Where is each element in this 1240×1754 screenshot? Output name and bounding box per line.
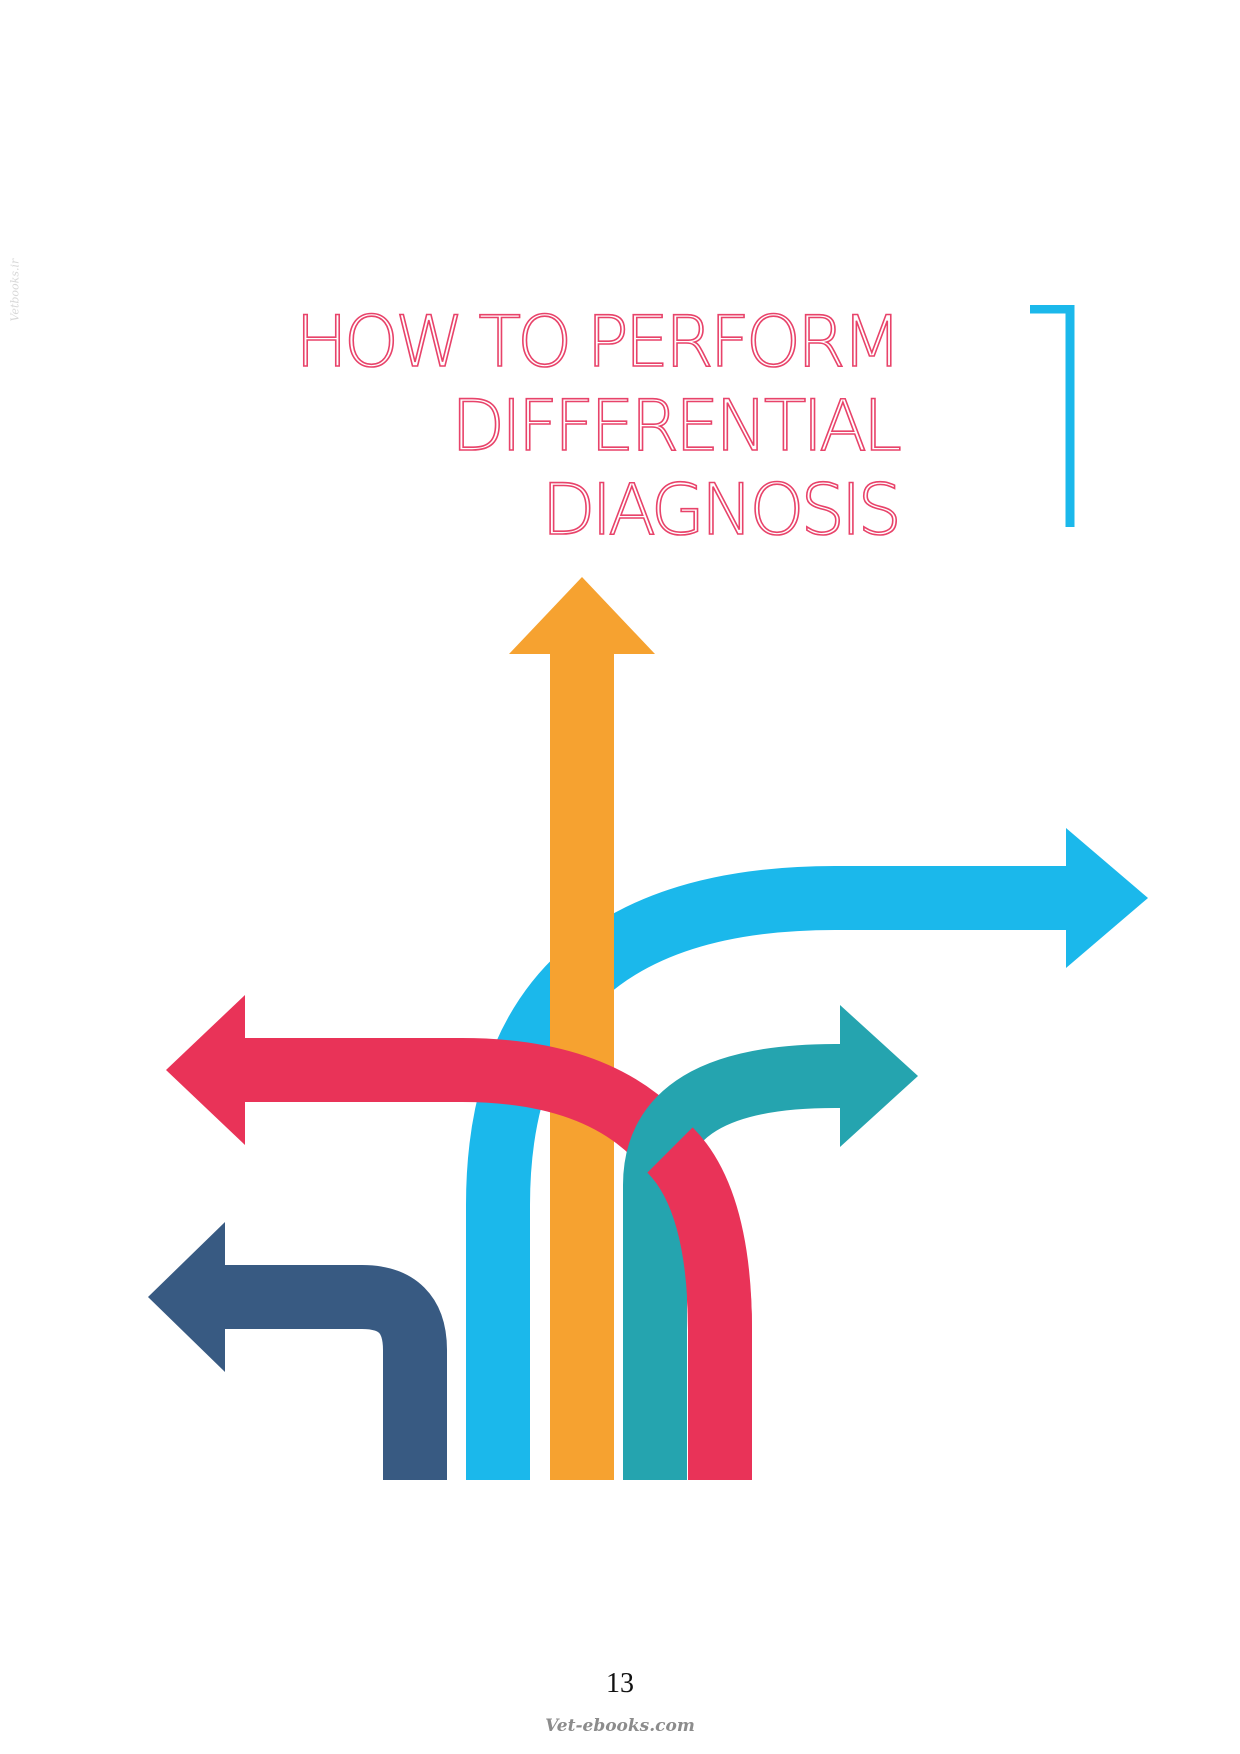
footer-logo-text: Vet-ebooks.com (545, 1716, 695, 1736)
chapter-title-line-3: DIAGNOSIS (541, 468, 903, 552)
chapter-title-line-2: DIFFERENTIAL (450, 384, 902, 468)
chapter-title-line-1: HOW TO PERFORM (294, 300, 902, 384)
navy-left-arrow (148, 1222, 447, 1480)
page-number: 13 (606, 1668, 634, 1699)
chapter-title: HOW TO PERFORM DIFFERENTIAL DIAGNOSIS (294, 300, 903, 552)
red-arrow-overlap (646, 1127, 752, 1480)
chapter-number-1: 1 (1030, 305, 1075, 527)
